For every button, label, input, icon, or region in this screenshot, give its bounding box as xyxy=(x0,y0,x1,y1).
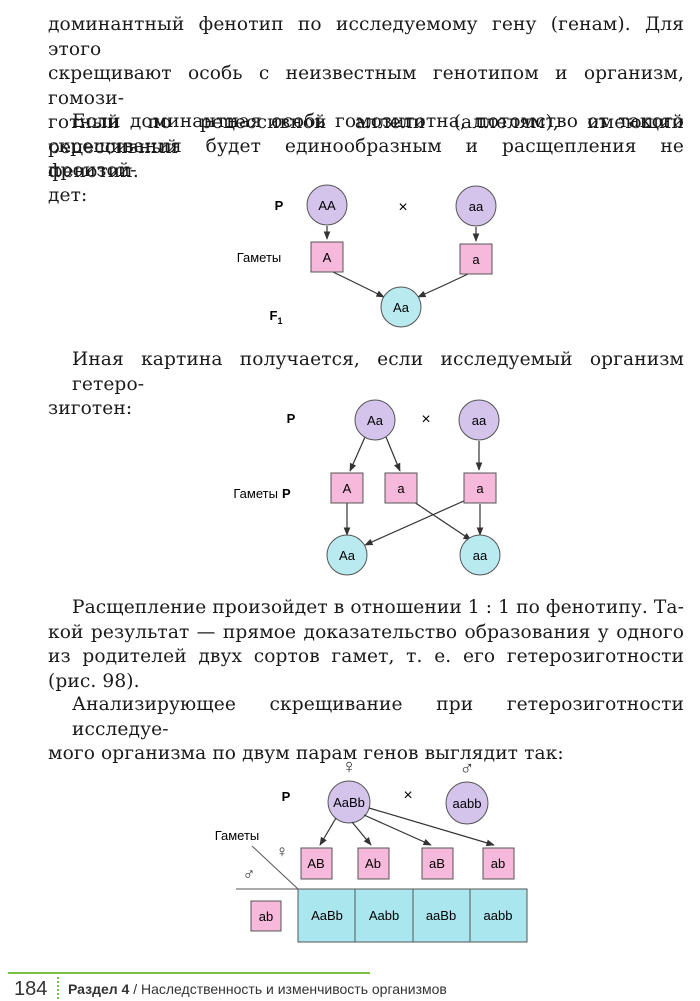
d1-gamete-2-label: a xyxy=(472,252,480,267)
d3-male-gamete-square xyxy=(250,900,282,932)
d3-female-symbol: ♀ xyxy=(342,756,357,778)
d3-male-gamete-label: ab xyxy=(259,909,273,924)
d3-header-male-symbol: ♂ xyxy=(243,865,256,884)
d1-offspring-circle xyxy=(380,286,422,328)
d3-female-gamete-4-square xyxy=(482,847,515,880)
p2-line-1: Если доминантная особь гомозиготна, пото… xyxy=(72,111,684,132)
d3-female-gamete-2-square xyxy=(357,847,390,880)
d1-arrow-4 xyxy=(417,273,469,298)
p1-line-3: готный по рецессивной аллели (аллелям), … xyxy=(48,112,684,158)
d3-offspring-1: AaBb xyxy=(311,908,343,923)
d1-parent-2-label: aa xyxy=(469,199,484,214)
d3-offspring-2: Aabb xyxy=(369,908,399,923)
d1-offspring-label: Aa xyxy=(393,300,410,315)
d3-parent-1-label: AaBb xyxy=(333,795,365,810)
d2-offspring-2-circle xyxy=(459,534,501,576)
d2-offspring-1-circle xyxy=(326,534,368,576)
d3-parent-2-circle xyxy=(445,781,489,825)
d2-gamete-1-label: A xyxy=(343,481,352,496)
d3-male-symbol: ♂ xyxy=(460,758,475,780)
d3-header-female-symbol: ♀ xyxy=(276,842,289,861)
footer-section-name: Раздел 4 xyxy=(68,981,130,997)
d1-p-label: P xyxy=(275,198,284,213)
d1-gamete-1-label: A xyxy=(323,250,332,265)
d2-arrow-1 xyxy=(349,436,366,472)
page-footer: 184 Раздел 4 / Наследственность и изменч… xyxy=(0,972,700,1001)
d1-f1-label: F1 xyxy=(270,308,283,326)
p2-line-3: дет: xyxy=(48,184,88,206)
d3-cross-sign: × xyxy=(403,787,412,804)
p1-line-4: фенотип. xyxy=(48,161,139,182)
d2-parent-1-circle xyxy=(354,399,396,441)
d2-arrow-6 xyxy=(413,501,472,541)
d1-gametes-label: Гаметы xyxy=(237,250,282,265)
d1-parent-2-circle xyxy=(455,185,497,227)
d2-parent-1-label: Aa xyxy=(367,413,384,428)
p1-line-2: скрещивают особь с неизвестным генотипом… xyxy=(48,63,684,109)
paragraph-2: Если доминантная особь гомозиготна, пото… xyxy=(48,110,684,208)
paragraph-4: Расщепление произойдет в отношении 1 : 1… xyxy=(48,596,684,694)
p2-line-2: скрещивания будет единообразным и расщеп… xyxy=(48,135,684,182)
d2-p-label: P xyxy=(287,411,296,426)
paragraph-5: Анализирующее скрещивание при гетерозиго… xyxy=(48,693,684,767)
diagram-homozygous-cross: P × Гаметы F1 AA aa A a Aa xyxy=(237,184,497,328)
d2-gamete-2-square xyxy=(384,472,418,504)
d3-parent-2-label: aabb xyxy=(453,796,482,811)
d2-offspring-1-label: Aa xyxy=(339,548,356,563)
d2-parent-2-label: aa xyxy=(472,413,487,428)
d2-offspring-2-label: aa xyxy=(473,548,488,563)
p3-line-2: зиготен: xyxy=(48,398,133,419)
paragraph-1: доминантный фенотип по исследуемому гену… xyxy=(48,13,684,185)
p3-line-1: Иная картина получается, если исследуемы… xyxy=(72,349,684,395)
d2-gamete-1-square xyxy=(330,472,364,504)
d3-female-gamete-4-label: ab xyxy=(491,856,505,871)
footer-rule xyxy=(8,972,370,974)
d3-arrow-3 xyxy=(363,814,432,846)
d1-parent-1-circle xyxy=(306,184,348,226)
footer-dotted-divider xyxy=(57,977,61,999)
p1-line-1: доминантный фенотип по исследуемому гену… xyxy=(48,14,684,60)
p4-line-1: Расщепление произойдет в отношении 1 : 1… xyxy=(72,597,684,618)
d3-parent-1-circle xyxy=(327,780,371,824)
d1-cross-sign: × xyxy=(398,199,407,216)
d2-cross-sign: × xyxy=(421,411,430,428)
d3-female-gamete-1-square xyxy=(300,847,333,880)
d3-header-diagonal xyxy=(251,845,299,890)
d2-arrow-2 xyxy=(385,436,401,472)
p4-line-4: (рис. 98). xyxy=(48,670,140,692)
footer-section-title: Наследственность и изменчивость организм… xyxy=(140,981,447,997)
d3-female-gamete-3-label: aB xyxy=(429,856,445,871)
page-number: 184 xyxy=(14,978,48,1000)
d1-gamete-1-square xyxy=(310,241,344,273)
d3-offspring-4: aabb xyxy=(484,908,513,923)
d2-gamete-3-label: a xyxy=(476,481,484,496)
d3-female-gamete-3-square xyxy=(421,847,454,880)
p5-line-1: Анализирующее скрещивание при гетерозиго… xyxy=(72,694,684,740)
d2-gamete-3-square xyxy=(463,472,497,504)
d3-arrow-1 xyxy=(319,817,337,846)
footer-separator: / xyxy=(129,981,141,997)
d3-arrow-2 xyxy=(351,821,372,846)
p4-line-2: кой результат — прямое доказательство об… xyxy=(48,621,684,643)
d2-arrow-5 xyxy=(364,499,467,546)
d3-offspring-3: aaBb xyxy=(426,908,456,923)
p4-line-3: из родителей двух сортов гамет, т. е. ег… xyxy=(48,646,684,667)
diagram-dihybrid-test-cross: ♀ ♂ P × AaBb aabb Гаметы ♀ ♂ AB Ab aB ab… xyxy=(215,756,528,943)
p5-line-2: мого организма по двум парам генов выгля… xyxy=(48,743,564,764)
d3-gametes-label: Гаметы xyxy=(215,828,260,843)
d1-gamete-2-square xyxy=(459,243,493,275)
d2-gamete-2-label: a xyxy=(397,481,405,496)
d2-parent-2-circle xyxy=(458,399,500,441)
paragraph-3: Иная картина получается, если исследуемы… xyxy=(48,348,684,422)
d3-arrow-4 xyxy=(368,807,495,847)
d3-female-gamete-1-label: AB xyxy=(307,856,324,871)
d3-p-label: P xyxy=(282,789,291,804)
footer-section: Раздел 4 / Наследственность и изменчивос… xyxy=(68,981,447,997)
d3-female-gamete-2-label: Ab xyxy=(365,856,381,871)
d1-arrow-3 xyxy=(332,271,385,298)
d1-parent-1-label: AA xyxy=(318,198,336,213)
